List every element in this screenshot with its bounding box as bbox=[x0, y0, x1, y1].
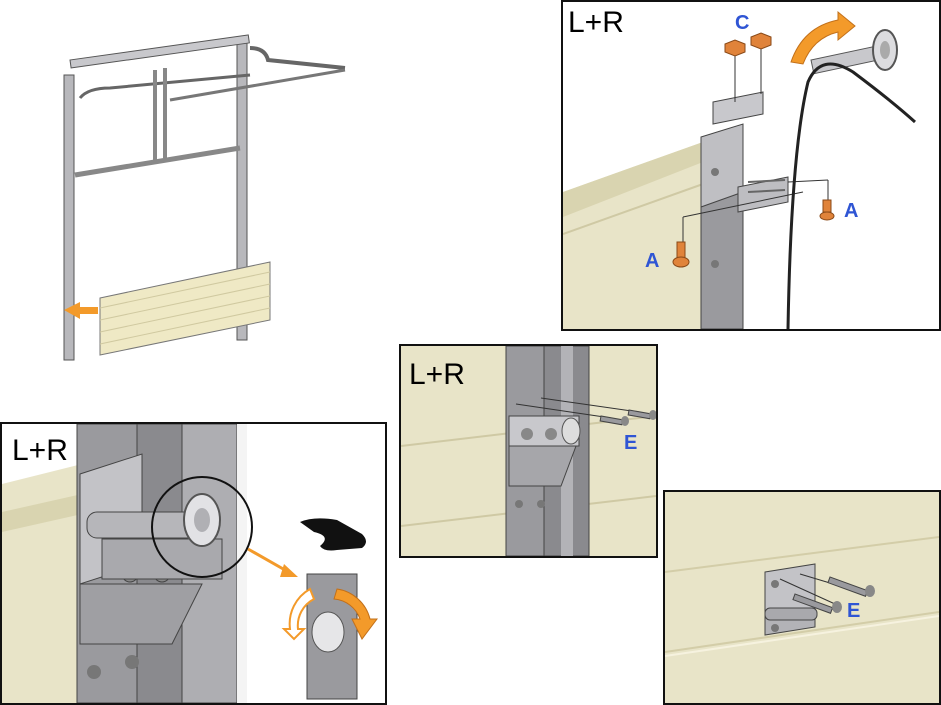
panel-top-right: L+R C A A bbox=[561, 0, 941, 331]
hinge-bolt-illustration bbox=[665, 492, 939, 703]
label-e: E bbox=[847, 600, 861, 622]
panel-title: L+R bbox=[568, 6, 624, 39]
door-frame-overview bbox=[63, 34, 346, 361]
panel-title: L+R bbox=[12, 434, 68, 467]
bracket-cable-illustration bbox=[563, 10, 917, 329]
panel-title: L+R bbox=[409, 358, 465, 391]
label-a-right: A bbox=[844, 200, 859, 222]
label-e: E bbox=[624, 432, 638, 454]
bolt-insertion-illustration bbox=[401, 346, 656, 556]
label-c: C bbox=[735, 12, 750, 34]
panel-bottom-left: L+R bbox=[0, 422, 387, 705]
panel-middle: L+R E bbox=[399, 344, 658, 558]
panel-bottom-right: E bbox=[663, 490, 941, 705]
roller-adjustment-illustration bbox=[2, 424, 378, 703]
label-a-left: A bbox=[645, 250, 660, 272]
